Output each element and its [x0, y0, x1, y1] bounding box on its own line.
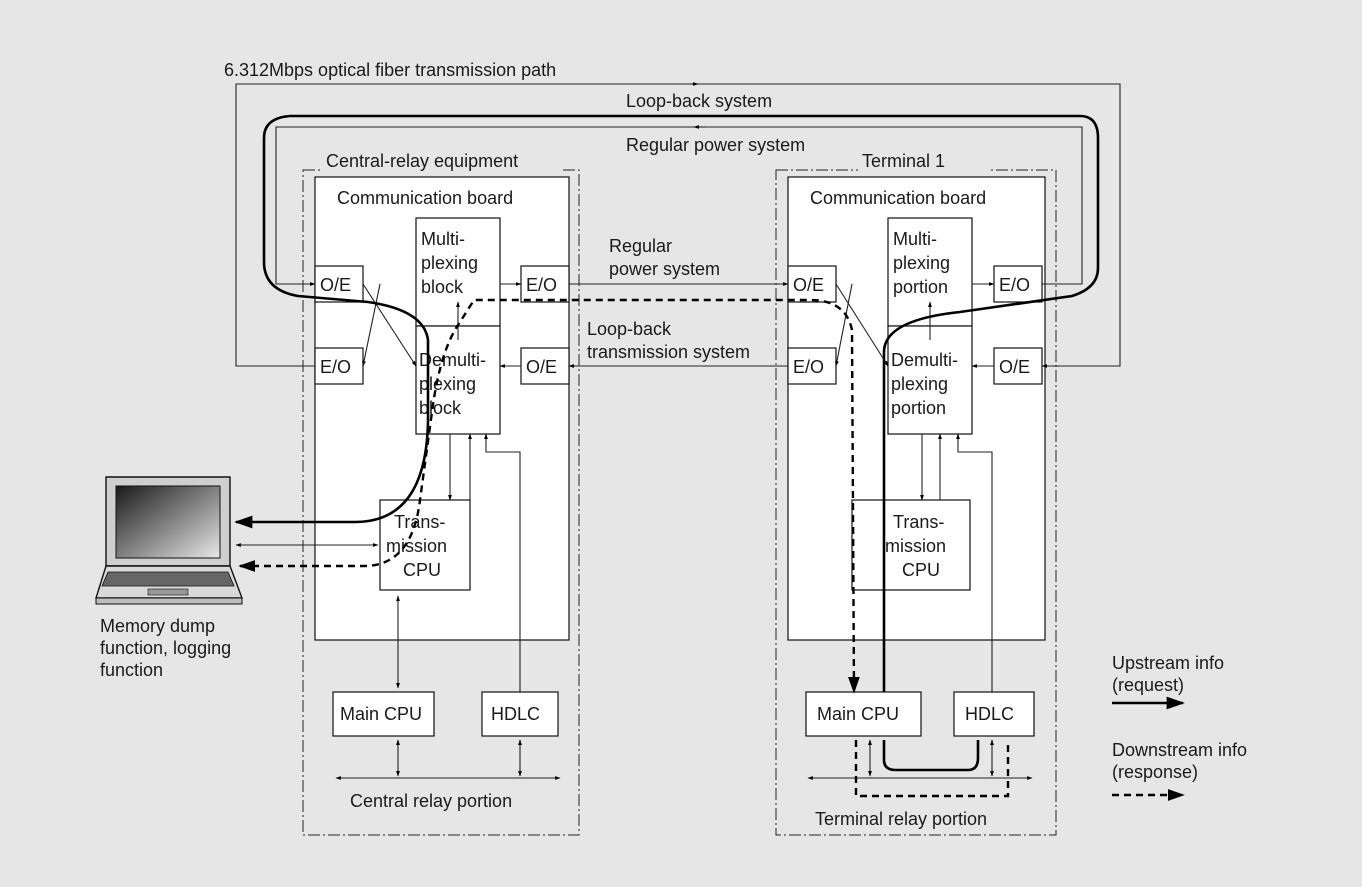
terminal-relay-portion-label: Terminal relay portion: [815, 809, 987, 829]
terminal-oe-right-label: O/E: [999, 357, 1030, 377]
legend-downstream-l1: Downstream info: [1112, 740, 1247, 760]
terminal-oe-left: [787, 265, 837, 303]
terminal-cross-1: [835, 283, 889, 367]
central-cpu-l2: mission: [386, 536, 447, 556]
terminal-demux-l3: portion: [891, 398, 946, 418]
central-oe-left: [314, 265, 364, 303]
loopback-label-l2: transmission system: [587, 342, 750, 362]
central-demultiplexing-block: [415, 325, 501, 435]
legend-upstream-l2: (request): [1112, 675, 1184, 695]
upstream-request-path: [234, 114, 1100, 692]
terminal-demux-l1: Demulti-: [891, 350, 958, 370]
central-title-bg: [322, 150, 562, 174]
laptop-label-l1: Memory dump: [100, 616, 215, 636]
terminal-demultiplexing-portion: [887, 325, 973, 435]
central-eo-right: [520, 265, 570, 303]
central-main-cpu-label: Main CPU: [340, 704, 422, 724]
downstream-bus-loop: [854, 740, 1010, 798]
terminal-hdlc: [953, 691, 1035, 737]
central-oe-right-label: O/E: [526, 357, 557, 377]
central-hdlc: [481, 691, 559, 737]
terminal-oe-left-label: O/E: [793, 275, 824, 295]
legend-upstream-l1: Upstream info: [1112, 653, 1224, 673]
terminal-eo-left: [787, 347, 837, 385]
terminal-mux-l1: Multi-: [893, 229, 937, 249]
optical-fiber-inner-path: [275, 126, 1083, 286]
terminal-cross-2: [835, 283, 853, 367]
terminal-board-label: Communication board: [810, 188, 986, 208]
laptop-label-l3: function: [100, 660, 163, 680]
terminal-mux-l2: plexing: [893, 253, 950, 273]
central-board-label: Communication board: [337, 188, 513, 208]
upstream-main-to-hdlc-loop: [882, 740, 980, 772]
central-cpu-l1: Trans-: [394, 512, 445, 532]
loopback-label-l1: Loop-back: [587, 319, 672, 339]
regular-label-l2: power system: [609, 259, 720, 279]
terminal-main-cpu: [805, 691, 922, 737]
terminal-cpu-l1: Trans-: [893, 512, 944, 532]
terminal-cpu-l2: mission: [885, 536, 946, 556]
central-eo-left: [314, 347, 364, 385]
terminal-eo-left-label: E/O: [793, 357, 824, 377]
terminal-eo-right-label: E/O: [999, 275, 1030, 295]
optical-path-label: 6.312Mbps optical fiber transmission pat…: [224, 60, 556, 80]
central-demux-l1: Demulti-: [419, 350, 486, 370]
terminal-main-cpu-label: Main CPU: [817, 704, 899, 724]
central-relay-equipment-frame: [302, 169, 580, 836]
central-demux-l3: block: [419, 398, 462, 418]
central-hdlc-label: HDLC: [491, 704, 540, 724]
legend-downstream-l2: (response): [1112, 762, 1198, 782]
regular-power-system-label: Regular power system: [626, 135, 805, 155]
terminal-equipment-title: Terminal 1: [862, 151, 945, 171]
central-cross-1: [362, 283, 417, 367]
terminal-demux-l2: plexing: [891, 374, 948, 394]
terminal-hdlc-label: HDLC: [965, 704, 1014, 724]
central-main-cpu: [332, 691, 435, 737]
central-eo-left-label: E/O: [320, 357, 351, 377]
central-cross-2: [362, 283, 381, 367]
terminal-mux-l3: portion: [893, 277, 948, 297]
terminal-cpu-l3: CPU: [902, 560, 940, 580]
loop-back-system-label: Loop-back system: [626, 91, 772, 111]
downstream-response-path: [238, 298, 860, 694]
central-demux-l2: plexing: [419, 374, 476, 394]
central-equipment-title: Central-relay equipment: [326, 151, 518, 171]
central-relay-portion-label: Central relay portion: [350, 791, 512, 811]
central-mux-l1: Multi-: [421, 229, 465, 249]
central-mux-l3: block: [421, 277, 464, 297]
laptop-label-l2: function, logging: [100, 638, 231, 658]
central-cpu-l3: CPU: [403, 560, 441, 580]
regular-label-l1: Regular: [609, 236, 672, 256]
optical-fiber-outer-path: [235, 83, 1121, 368]
terminal-title-bg: [858, 150, 988, 174]
central-oe-left-label: O/E: [320, 275, 351, 295]
central-eo-right-label: E/O: [526, 275, 557, 295]
laptop-icon: [95, 476, 244, 605]
terminal-hdlc-to-demux: [956, 433, 993, 692]
central-mux-l2: plexing: [421, 253, 478, 273]
